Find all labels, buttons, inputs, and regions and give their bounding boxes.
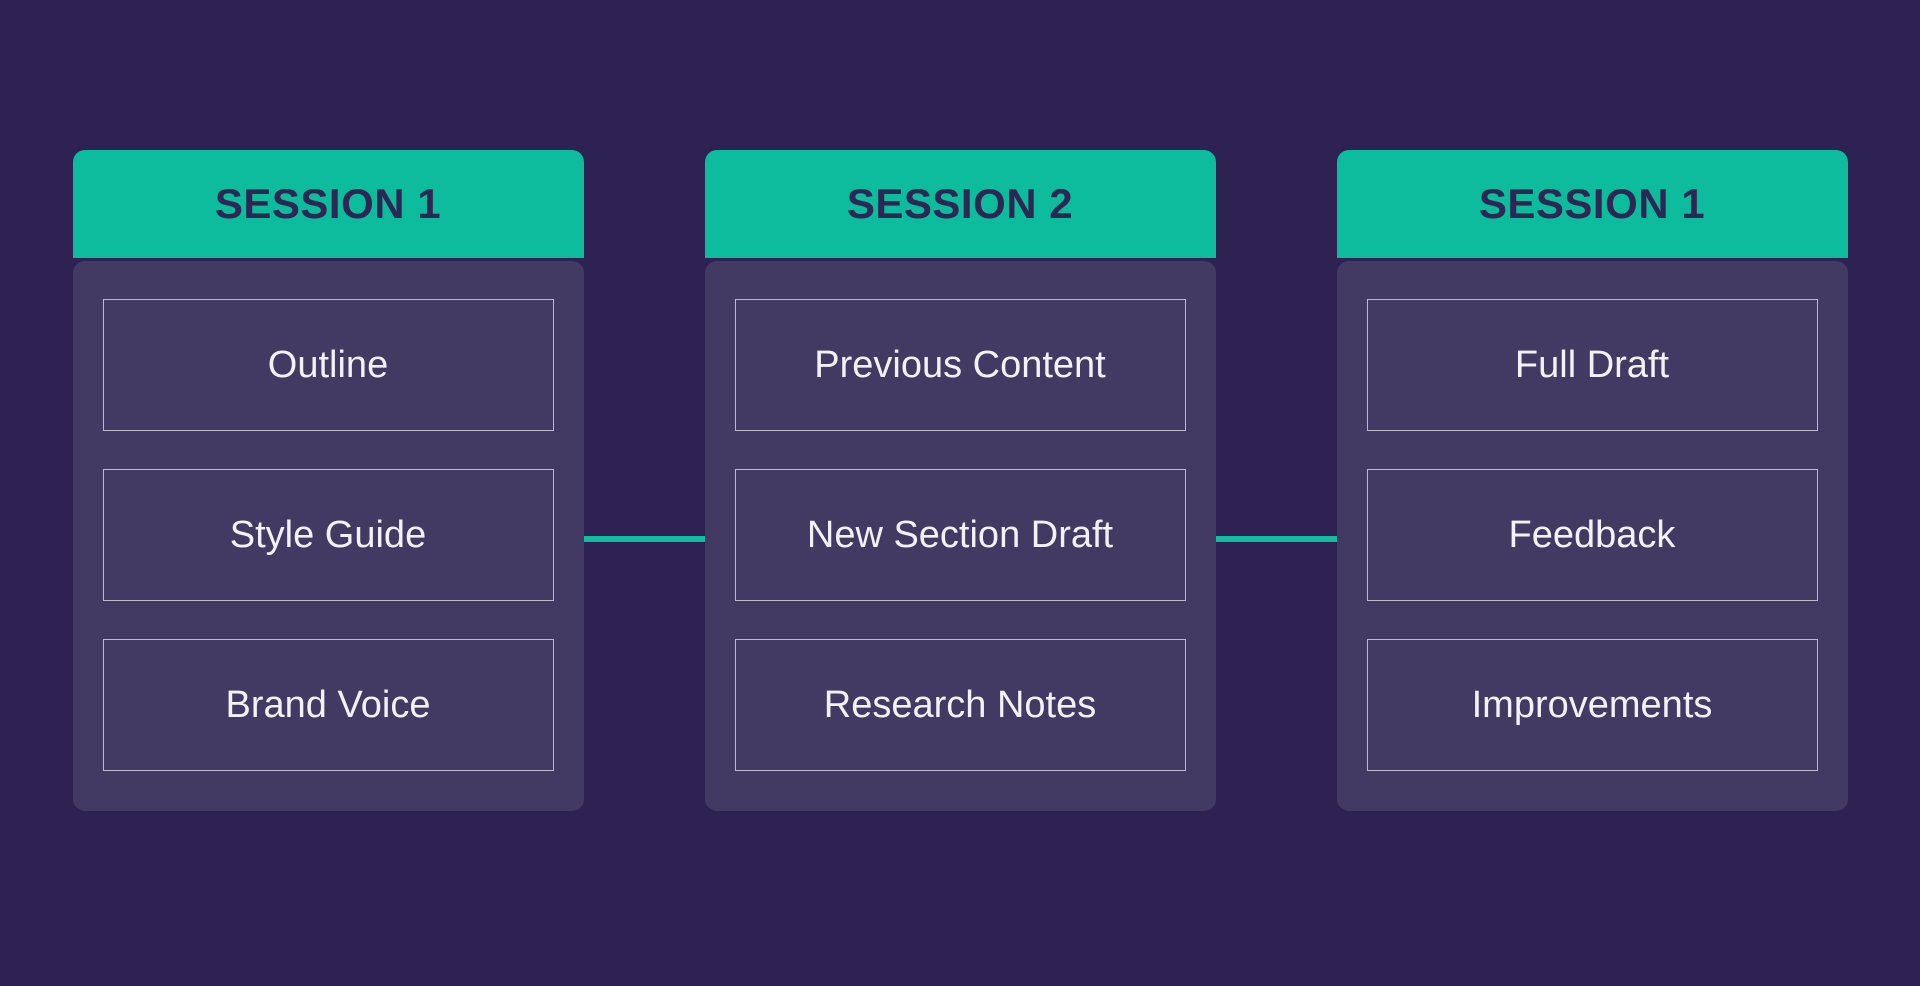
session-card-3: SESSION 1 Full Draft Feedback Improvemen… (1336, 150, 1848, 811)
session-item-label: Outline (267, 343, 389, 386)
session-item: Full Draft (1366, 299, 1818, 431)
session-item-label: New Section Draft (806, 513, 1114, 556)
connector-line-1 (570, 536, 715, 542)
session-item: Brand Voice (102, 639, 554, 771)
session-item: Previous Content (734, 299, 1186, 431)
session-item: Outline (102, 299, 554, 431)
session-item-label: Style Guide (229, 513, 427, 556)
session-card-1-title: SESSION 1 (214, 180, 442, 227)
session-card-1-header: SESSION 1 (72, 150, 584, 258)
session-card-2-title: SESSION 2 (846, 180, 1074, 227)
session-card-2-header: SESSION 2 (704, 150, 1216, 258)
session-card-2: SESSION 2 Previous Content New Section D… (704, 150, 1216, 811)
session-card-3-header: SESSION 1 (1336, 150, 1848, 258)
session-item-label: Previous Content (814, 343, 1106, 386)
session-card-2-body: Previous Content New Section Draft Resea… (704, 261, 1216, 811)
session-item: Improvements (1366, 639, 1818, 771)
session-item: Feedback (1366, 469, 1818, 601)
session-item: New Section Draft (734, 469, 1186, 601)
session-card-1-body: Outline Style Guide Brand Voice (72, 261, 584, 811)
session-card-3-body: Full Draft Feedback Improvements (1336, 261, 1848, 811)
session-item: Style Guide (102, 469, 554, 601)
session-item-label: Brand Voice (225, 683, 431, 726)
session-item-label: Feedback (1508, 513, 1676, 556)
session-cards-row: SESSION 1 Outline Style Guide Brand Voic… (0, 150, 1920, 811)
connector-line-2 (1205, 536, 1350, 542)
session-card-3-title: SESSION 1 (1478, 180, 1706, 227)
session-item-label: Full Draft (1514, 343, 1670, 386)
session-card-1: SESSION 1 Outline Style Guide Brand Voic… (72, 150, 584, 811)
session-item: Research Notes (734, 639, 1186, 771)
session-item-label: Research Notes (823, 683, 1097, 726)
session-item-label: Improvements (1471, 683, 1713, 726)
